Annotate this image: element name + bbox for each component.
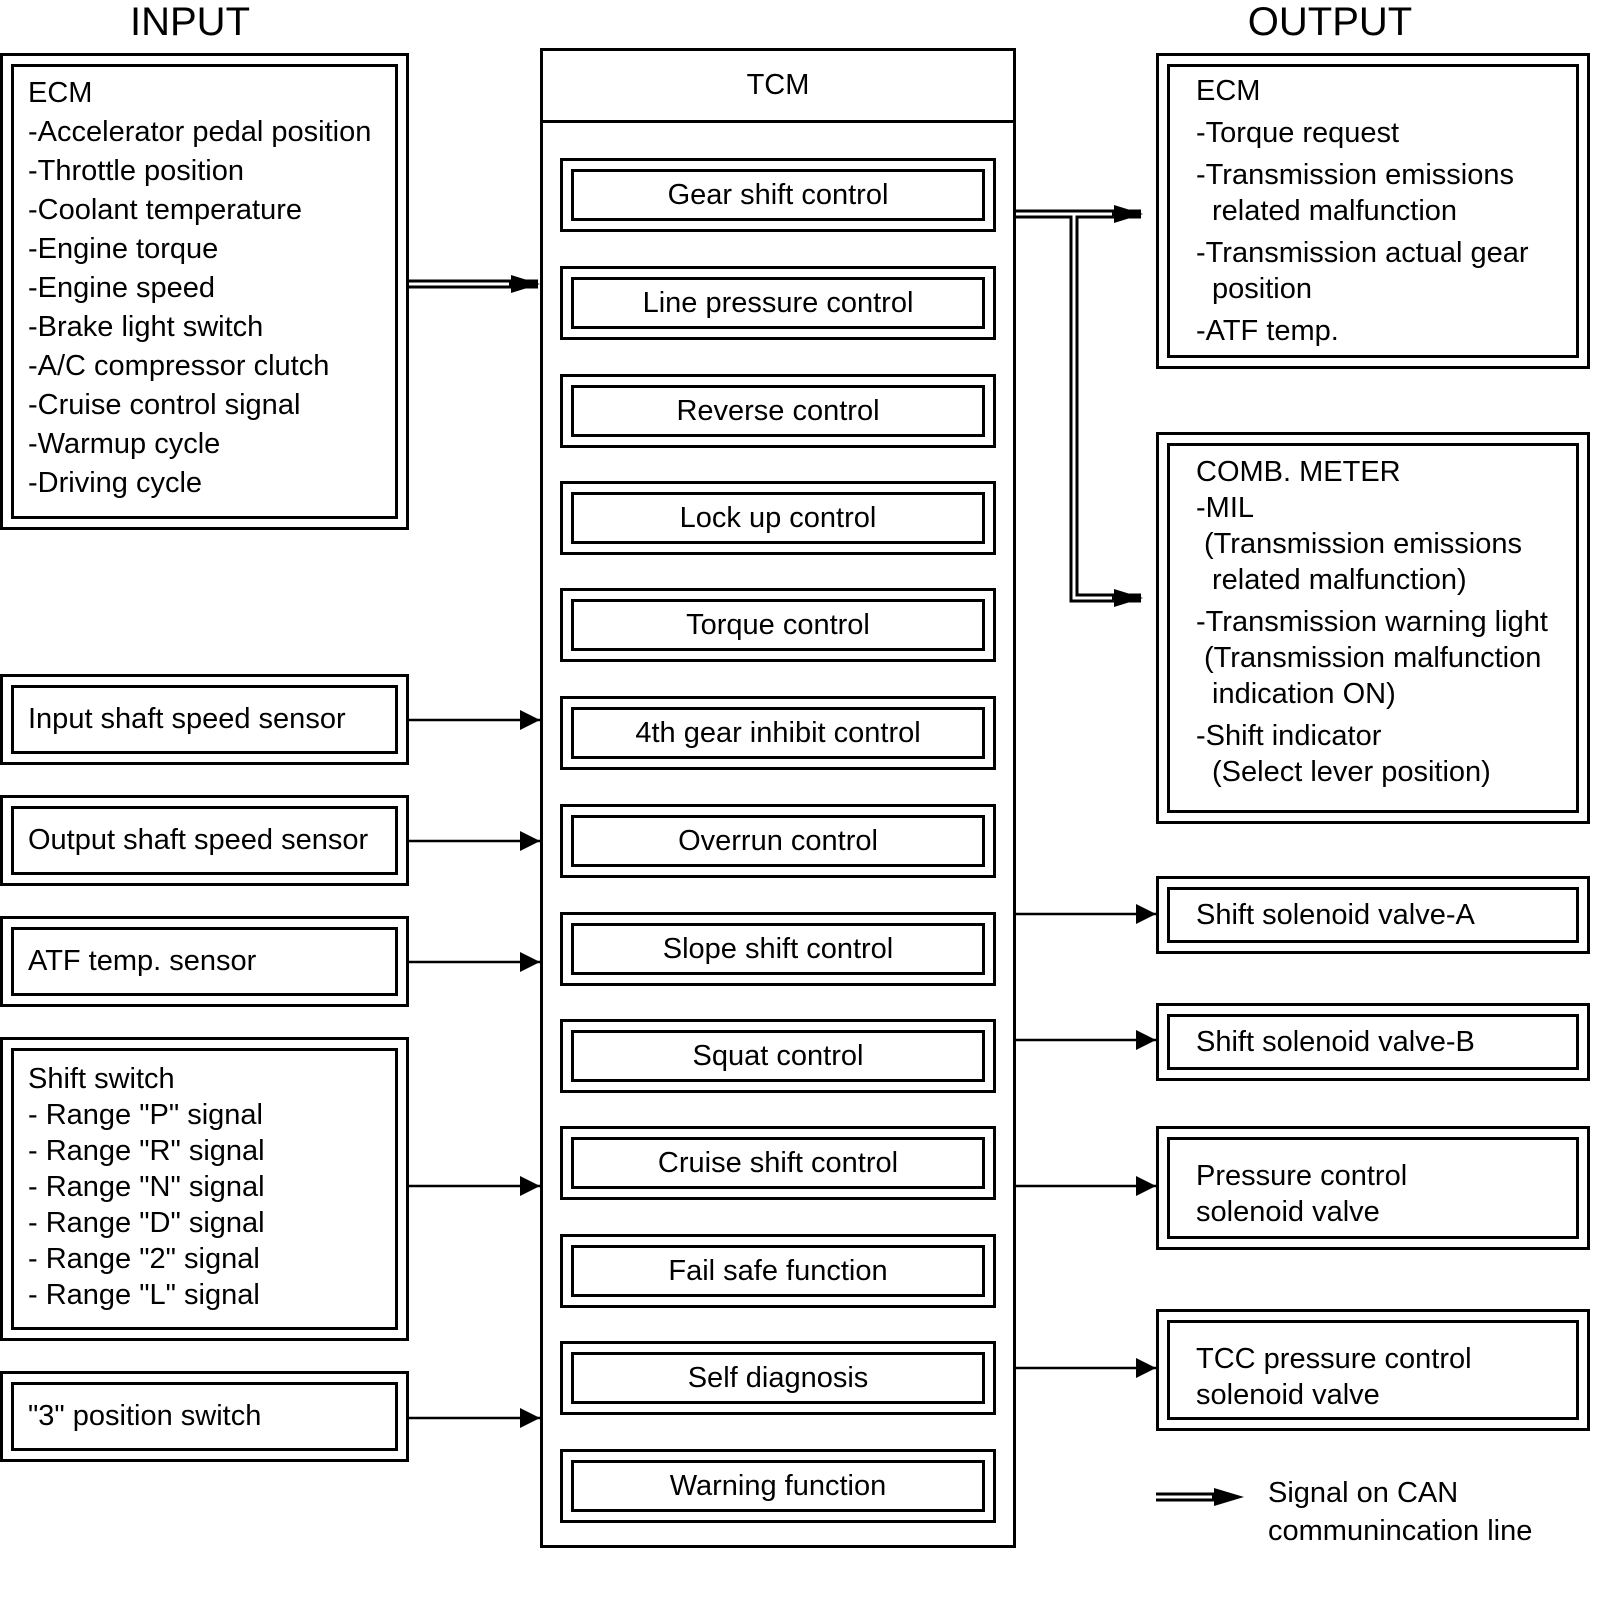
- tcm-function: Torque control: [560, 588, 996, 662]
- shift-solenoid-a-box: Shift solenoid valve-A: [1156, 876, 1590, 954]
- shift-solenoid-a-label: Shift solenoid valve-A: [1196, 898, 1475, 931]
- shift-switch-item: - Range "R" signal: [28, 1135, 265, 1167]
- comb-meter-item: indication ON): [1212, 678, 1396, 710]
- tcm-function-label: Gear shift control: [571, 169, 985, 221]
- input-ecm-item: -Warmup cycle: [28, 428, 221, 460]
- tcm-box: TCM Gear shift control Line pressure con…: [540, 48, 1016, 1548]
- input-ecm-item: -Accelerator pedal position: [28, 116, 372, 148]
- output-ecm-item: -ATF temp.: [1196, 315, 1339, 347]
- output-ecm-item: related malfunction: [1212, 195, 1458, 227]
- tcm-function: Gear shift control: [560, 158, 996, 232]
- position-3-switch-box: "3" position switch: [0, 1371, 409, 1462]
- comb-meter-item: (Transmission malfunction: [1204, 642, 1542, 674]
- input-header: INPUT: [130, 0, 250, 44]
- atf-temp-sensor-box: ATF temp. sensor: [0, 916, 409, 1007]
- input-ecm-item: -Driving cycle: [28, 467, 203, 499]
- tcm-function-label: Reverse control: [571, 385, 985, 437]
- tcm-function: Warning function: [560, 1449, 996, 1523]
- legend-line: communincation line: [1268, 1515, 1533, 1547]
- tcm-function-label: Squat control: [571, 1030, 985, 1082]
- input-ecm-item: -Brake light switch: [28, 311, 264, 343]
- shift-switch-item: - Range "N" signal: [28, 1171, 265, 1203]
- tcm-function: Lock up control: [560, 481, 996, 555]
- output-header: OUTPUT: [1247, 0, 1413, 44]
- input-shaft-speed-sensor-label: Input shaft speed sensor: [28, 703, 346, 735]
- comb-meter-item: related malfunction): [1212, 564, 1467, 596]
- input-ecm-item: -Engine torque: [28, 233, 219, 265]
- position-3-switch-label: "3" position switch: [28, 1400, 262, 1432]
- comb-meter-box: COMB. METER -MIL (Transmission emissions…: [1156, 432, 1590, 824]
- tcm-function-label: Slope shift control: [571, 923, 985, 975]
- shift-switch-item: - Range "2" signal: [28, 1243, 260, 1275]
- atf-temp-sensor-label: ATF temp. sensor: [28, 945, 257, 977]
- comb-meter-item: -Transmission warning light: [1196, 606, 1548, 638]
- tcm-function-label: Overrun control: [571, 815, 985, 867]
- can-line-ecm-to-tcm: [409, 275, 540, 293]
- shift-switch-item: - Range "P" signal: [28, 1099, 263, 1131]
- input-ecm-item: -Throttle position: [28, 155, 244, 187]
- tcm-function: Reverse control: [560, 374, 996, 448]
- pressure-control-solenoid-line: Pressure control: [1196, 1160, 1408, 1192]
- can-line-tcm-to-outputs: [1016, 205, 1143, 607]
- tcm-function: Overrun control: [560, 804, 996, 878]
- output-shaft-speed-sensor-box: Output shaft speed sensor: [0, 795, 409, 886]
- legend: Signal on CAN communincation line: [1268, 1474, 1532, 1550]
- comb-meter-title: COMB. METER: [1196, 456, 1401, 488]
- tcm-function-label: Torque control: [571, 599, 985, 651]
- tcm-function-label: Fail safe function: [571, 1245, 985, 1297]
- pressure-control-solenoid-line: solenoid valve: [1196, 1196, 1380, 1228]
- tcm-title: TCM: [543, 51, 1013, 123]
- tcc-pressure-control-solenoid-box: TCC pressure control solenoid valve: [1156, 1309, 1590, 1431]
- tcm-function: Line pressure control: [560, 266, 996, 340]
- output-ecm-item: -Torque request: [1196, 117, 1400, 149]
- tcc-pressure-control-solenoid-line: TCC pressure control: [1196, 1343, 1472, 1375]
- shift-solenoid-b-label: Shift solenoid valve-B: [1196, 1025, 1475, 1058]
- tcm-function-label: Line pressure control: [571, 277, 985, 329]
- tcm-function: Squat control: [560, 1019, 996, 1093]
- output-shaft-speed-sensor-label: Output shaft speed sensor: [28, 824, 369, 856]
- tcm-function-label: Cruise shift control: [571, 1137, 985, 1189]
- shift-switch-title: Shift switch: [28, 1063, 175, 1095]
- tcm-function: 4th gear inhibit control: [560, 696, 996, 770]
- tcm-function: Slope shift control: [560, 912, 996, 986]
- input-ecm-item: -Coolant temperature: [28, 194, 303, 226]
- input-ecm-title: ECM: [28, 77, 93, 109]
- shift-switch-item: - Range "D" signal: [28, 1207, 265, 1239]
- tcm-function-label: Lock up control: [571, 492, 985, 544]
- pressure-control-solenoid-box: Pressure control solenoid valve: [1156, 1126, 1590, 1250]
- tcm-function-label: Warning function: [571, 1460, 985, 1512]
- tcm-function: Self diagnosis: [560, 1341, 996, 1415]
- output-ecm-box: ECM -Torque request -Transmission emissi…: [1156, 53, 1590, 369]
- output-ecm-title: ECM: [1196, 75, 1261, 107]
- input-ecm-item: -Cruise control signal: [28, 389, 301, 421]
- tcm-function: Fail safe function: [560, 1234, 996, 1308]
- shift-switch-item: - Range "L" signal: [28, 1279, 260, 1311]
- tcc-pressure-control-solenoid-line: solenoid valve: [1196, 1379, 1380, 1411]
- tcm-function-label: 4th gear inhibit control: [571, 707, 985, 759]
- output-ecm-item: -Transmission actual gear: [1196, 237, 1529, 269]
- legend-can-line-symbol: [1156, 1488, 1244, 1506]
- comb-meter-item: -Shift indicator: [1196, 720, 1382, 752]
- input-ecm-box: ECM -Accelerator pedal position -Throttl…: [0, 53, 409, 530]
- shift-solenoid-b-box: Shift solenoid valve-B: [1156, 1003, 1590, 1081]
- tcm-function-label: Self diagnosis: [571, 1352, 985, 1404]
- comb-meter-item: (Transmission emissions: [1204, 528, 1522, 560]
- comb-meter-item: -MIL: [1196, 492, 1254, 524]
- tcm-function: Cruise shift control: [560, 1126, 996, 1200]
- output-ecm-item: -Transmission emissions: [1196, 159, 1514, 191]
- input-shaft-speed-sensor-box: Input shaft speed sensor: [0, 674, 409, 765]
- comb-meter-item: (Select lever position): [1212, 756, 1491, 788]
- output-ecm-item: position: [1212, 273, 1312, 305]
- input-ecm-item: -A/C compressor clutch: [28, 350, 330, 382]
- input-ecm-item: -Engine speed: [28, 272, 216, 304]
- shift-switch-box: Shift switch - Range "P" signal - Range …: [0, 1037, 409, 1341]
- legend-line: Signal on CAN: [1268, 1477, 1459, 1509]
